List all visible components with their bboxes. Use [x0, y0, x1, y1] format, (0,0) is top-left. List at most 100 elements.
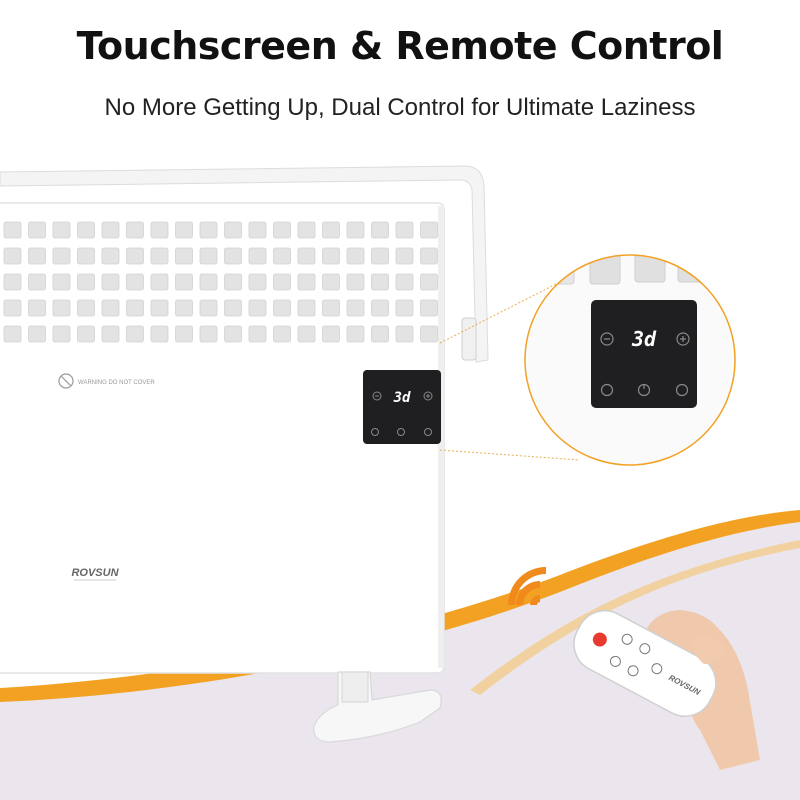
grille-slot: [395, 247, 414, 265]
grille-slot: [28, 221, 46, 239]
grille-slot: [248, 299, 267, 317]
fan-icon[interactable]: [424, 428, 432, 436]
page-subtitle: No More Getting Up, Dual Control for Ult…: [104, 94, 696, 121]
grille-slot: [273, 325, 291, 343]
grille-slot: [3, 299, 22, 317]
grille-slot: [346, 247, 365, 265]
grille-slot: [273, 273, 291, 291]
grille-slot: [3, 247, 22, 265]
grille-slot: [126, 247, 144, 265]
grille-slot: [126, 325, 144, 343]
grille-slot: [77, 247, 95, 265]
heater-handle: [0, 165, 489, 363]
grille-slot: [297, 273, 316, 291]
grille-slot: [248, 221, 267, 239]
grille-slot: [77, 325, 95, 343]
grille-slot: [371, 247, 389, 265]
grille-slot: [297, 299, 316, 317]
mode-icon[interactable]: [371, 428, 379, 436]
grille-slot: [248, 325, 267, 343]
grille-slot: [3, 273, 22, 291]
grille-slot: [150, 247, 169, 265]
zoom-control-panel[interactable]: 3d: [591, 300, 697, 408]
grille-slot: [371, 273, 389, 291]
grille-slot: [322, 273, 340, 291]
remote-button-3[interactable]: [638, 642, 652, 656]
grille-slot: [371, 299, 389, 317]
remote-button-4[interactable]: [626, 664, 640, 678]
grille-slot: [420, 221, 438, 239]
zoom-plus-icon[interactable]: [676, 332, 690, 346]
grille-slot: [322, 325, 340, 343]
grille-slot: [77, 221, 95, 239]
zoom-connector-top: [439, 281, 561, 344]
grille-slot: [395, 325, 414, 343]
grille-slot: [52, 299, 71, 317]
minus-icon[interactable]: [372, 391, 382, 401]
grille-slot: [126, 299, 144, 317]
hand-thumb: [690, 636, 728, 664]
page-title: Touchscreen & Remote Control: [76, 24, 724, 68]
grille-slot: [199, 221, 218, 239]
grille-slot: [248, 247, 267, 265]
zoom-detail-circle: 3d: [524, 254, 736, 466]
power-icon[interactable]: [397, 428, 405, 436]
grille-slot: [126, 221, 144, 239]
grille-slot: [175, 221, 193, 239]
grille-slot: [248, 273, 267, 291]
grille-slot: [150, 325, 169, 343]
grille-slot: [322, 221, 340, 239]
grille-slot: [420, 247, 438, 265]
grille-slot: [371, 221, 389, 239]
grille-slot: [175, 325, 193, 343]
grille-slot: [199, 273, 218, 291]
grille-slot: [126, 273, 144, 291]
grille-slot: [297, 221, 316, 239]
grille-slot: [199, 299, 218, 317]
zoom-fan-icon[interactable]: [675, 383, 689, 397]
grille-slot: [77, 299, 95, 317]
grille-slot: [420, 299, 438, 317]
zoom-minus-icon[interactable]: [600, 332, 614, 346]
grille-slot: [420, 325, 438, 343]
grille-slot: [28, 247, 46, 265]
grille-slot: [52, 221, 71, 239]
grille-slot: [28, 273, 46, 291]
plus-icon[interactable]: [423, 391, 433, 401]
zoom-connector-bottom: [439, 449, 581, 461]
heater-brand-logo: ROVSUN: [71, 567, 119, 579]
grille-slot: [101, 247, 120, 265]
grille-slot: [322, 299, 340, 317]
grille-slot: [346, 273, 365, 291]
grille-slot: [224, 221, 242, 239]
grille-slot: [77, 273, 95, 291]
zoom-display-readout: 3d: [631, 327, 657, 351]
grille-slot: [52, 273, 71, 291]
zoom-mode-icon[interactable]: [600, 383, 614, 397]
grille-slot: [224, 273, 242, 291]
grille-slot: [346, 325, 365, 343]
grille-slot: [420, 273, 438, 291]
heater-control-panel[interactable]: 3d: [363, 370, 441, 444]
grille-slot: [297, 247, 316, 265]
grille-slot: [175, 247, 193, 265]
remote-control[interactable]: ROVSUN: [564, 601, 726, 726]
grille-slot: [150, 273, 169, 291]
remote-button-2[interactable]: [609, 655, 623, 669]
grille-slot: [395, 273, 414, 291]
grille-slot: [101, 299, 120, 317]
remote-button-5[interactable]: [650, 662, 664, 676]
grille-slot: [150, 299, 169, 317]
remote-power-button[interactable]: [590, 630, 609, 649]
warning-slash-icon: [60, 375, 72, 387]
grille-slot: [224, 325, 242, 343]
grille-slot: [224, 299, 242, 317]
remote-button-1[interactable]: [620, 633, 634, 647]
grille-slot: [199, 247, 218, 265]
wireless-signal-icon: [508, 567, 546, 605]
grille-slot: [273, 299, 291, 317]
warning-label: WARNING DO NOT COVER: [78, 380, 155, 386]
grille-slot: [150, 221, 169, 239]
